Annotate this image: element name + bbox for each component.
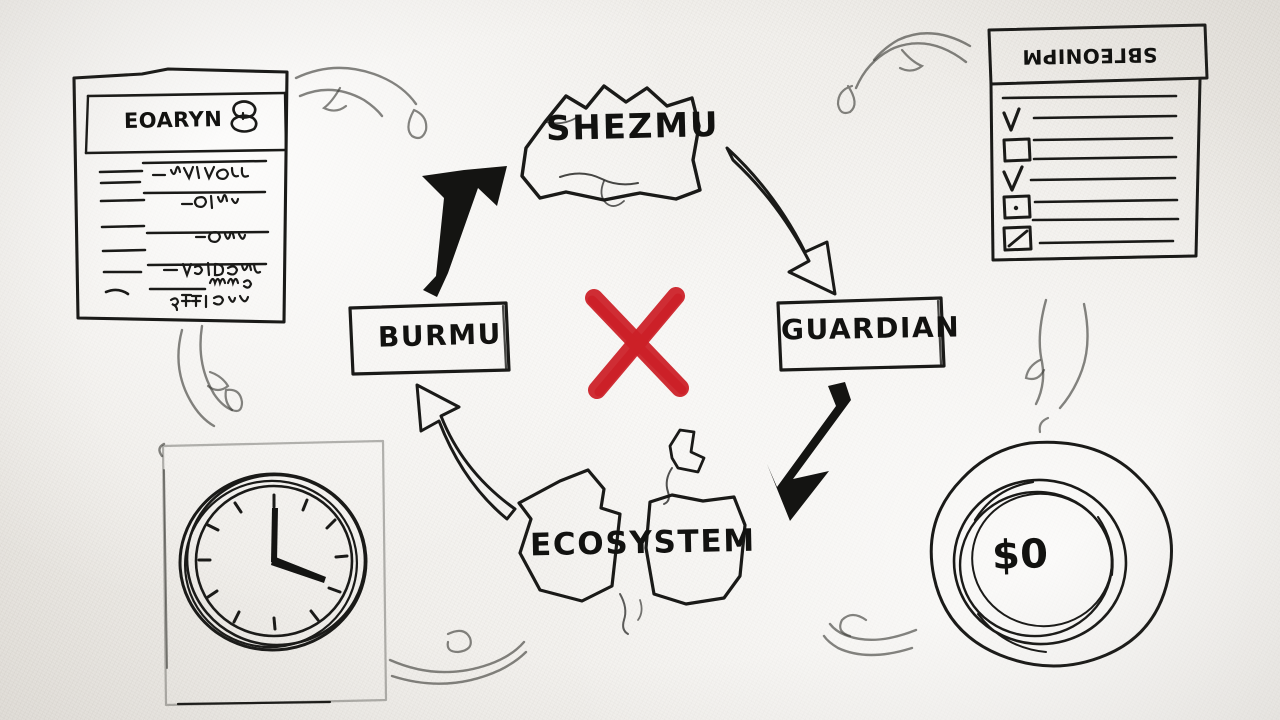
coin-highlight-2: [1097, 516, 1114, 576]
clock-hour-marks: [197, 493, 349, 631]
ecosystem-top-spike: [668, 428, 706, 474]
document-title-top-rule: [86, 91, 287, 98]
checklist-checkbox-2[interactable]: [1002, 137, 1032, 163]
document-dash-1b: [99, 180, 142, 185]
document-rule-4: [146, 262, 268, 267]
coin-highlight-1: [973, 480, 1035, 522]
checklist-line-6: [1033, 198, 1179, 204]
document-dash-4: [101, 248, 147, 253]
node-label-ecosystem: ECOSYSTEM: [529, 522, 757, 564]
checklist-checkbox-3[interactable]: [1002, 165, 1024, 192]
checklist[interactable]: [987, 23, 1209, 262]
document-title-right-edge: [283, 91, 288, 152]
arrow-ecosystem-to-burmu: [415, 383, 517, 521]
red-x-mark: [585, 287, 689, 399]
clock-frame-bottom: [176, 700, 332, 706]
coin-highlight-3: [977, 613, 1047, 653]
clock[interactable]: [158, 439, 388, 707]
connector-squiggle-top-right: [836, 32, 972, 115]
checklist-title-band: [987, 23, 1209, 86]
guardian-box-inner-edge: [936, 299, 943, 366]
clock-outer-ring-2: [185, 473, 367, 647]
ecosystem-polygon-left: [517, 468, 622, 603]
ecosystem-crack-2: [619, 593, 629, 635]
stamp-icon: [230, 100, 258, 133]
document-form[interactable]: [72, 67, 289, 324]
document-dash-3: [100, 224, 146, 229]
shezmu-inner-crack-3: [545, 117, 577, 125]
checklist-line-2: [1032, 114, 1178, 120]
document-title: EOARYN: [123, 106, 223, 134]
node-label-guardian: GUARDIAN: [780, 310, 961, 347]
clock-frame-nick: [158, 442, 166, 458]
node-label-shezmu: SHEZMU: [545, 104, 720, 150]
checklist-line-8: [1038, 239, 1175, 245]
checklist-checkbox-4[interactable]: [1002, 194, 1032, 220]
checklist-line-3: [1032, 136, 1174, 142]
node-guardian[interactable]: [776, 296, 946, 372]
clock-frame-left: [163, 469, 168, 669]
checklist-checkbox-5[interactable]: [1002, 225, 1033, 252]
connector-squiggle-left: [177, 324, 244, 428]
connector-squiggle-right: [1024, 298, 1089, 434]
clock-outer-ring-3: [183, 479, 359, 649]
guardian-box-outline: [776, 296, 946, 372]
document-dash-2: [99, 198, 146, 203]
coin-value-label: $0: [991, 531, 1050, 579]
clock-hour-hand: [271, 556, 326, 583]
arrow-guardian-to-ecosystem: [767, 382, 851, 521]
connector-squiggle-bottom-left: [388, 629, 528, 685]
checklist-line-1: [1001, 94, 1178, 100]
document-title-left-edge: [84, 94, 90, 155]
document-rule-3: [145, 230, 270, 235]
shezmu-blob-outline: [520, 84, 702, 202]
document-dash-1: [98, 169, 144, 174]
checklist-line-5: [1029, 176, 1177, 182]
node-label-burmu: BURMU: [377, 317, 503, 354]
coin-ring-3: [971, 492, 1113, 628]
arrow-burmu-to-shezmu: [422, 166, 507, 297]
coin-ring-1: [952, 478, 1128, 646]
arrow-shezmu-to-guardian: [725, 146, 837, 296]
coin-outer-edge: [929, 440, 1173, 668]
ecosystem-crack-3: [637, 599, 643, 621]
burmu-box-inner-edge: [501, 304, 508, 370]
clock-frame: [161, 439, 388, 707]
document-title-bottom-rule: [84, 148, 288, 155]
document-dash-6: [104, 288, 130, 296]
shezmu-inner-crack-2: [600, 180, 625, 207]
clock-face: [194, 484, 354, 638]
checklist-line-7: [1031, 217, 1180, 222]
ecosystem-polygon-right: [644, 493, 747, 606]
checklist-title: SBГEONIPM: [1021, 42, 1158, 70]
node-ecosystem[interactable]: [517, 428, 747, 635]
checklist-checkbox-1[interactable]: [1002, 107, 1021, 132]
document-rule-2: [142, 190, 267, 195]
connector-squiggle-top-left: [294, 66, 428, 140]
node-shezmu[interactable]: [520, 84, 702, 207]
coin[interactable]: [929, 440, 1173, 668]
burmu-box-outline: [348, 301, 511, 376]
connector-squiggle-bottom-right: [822, 613, 918, 657]
node-burmu[interactable]: [348, 301, 511, 376]
document-scribble-text: [151, 165, 262, 312]
checklist-bottom-rule: [991, 254, 1198, 262]
document-outer-frame: [72, 67, 289, 324]
ecosystem-crack-1: [663, 467, 673, 505]
document-rule-1: [141, 159, 268, 165]
checklist-line-4: [1032, 155, 1178, 161]
clock-minute-hand: [271, 508, 278, 562]
shezmu-inner-crack-1: [559, 172, 639, 186]
